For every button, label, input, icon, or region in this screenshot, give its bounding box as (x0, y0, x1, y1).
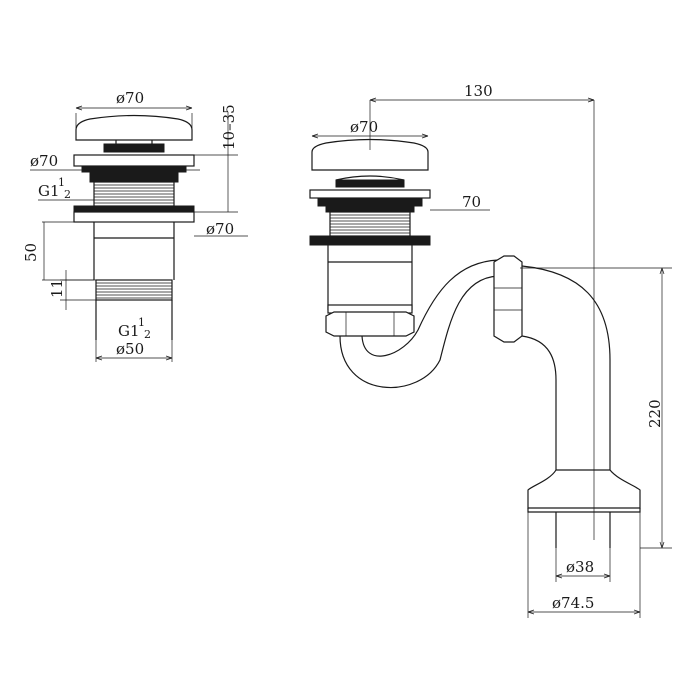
washer-body (89, 171, 179, 183)
right-thread (329, 211, 411, 237)
trap-height-label: 220 (646, 399, 664, 428)
trap-tube-inner (361, 259, 499, 357)
left-thread-lower-den: 2 (144, 328, 151, 341)
lower-nut (73, 211, 195, 223)
left-body-diameter-label: ø50 (116, 340, 144, 358)
right-trap-assembly: 130 ø70 70 220 ø38 ø74.5 (309, 82, 672, 618)
left-thread-lower-num: 1 (138, 316, 145, 329)
lower-washer (73, 205, 195, 213)
trap-tube-outer (339, 275, 499, 389)
trap-union-nut (493, 255, 523, 343)
lower-thread (95, 279, 173, 301)
outlet-bend-inner (521, 335, 557, 470)
outlet-pipe (555, 512, 611, 548)
left-thread-upper-label: G1 (38, 182, 60, 200)
stem-neck (115, 140, 153, 144)
left-waste-valve: ø70 ø70 G1 1 2 ø70 10–35 50 11 G1 1 2 ø5… (22, 89, 248, 362)
left-thread-length-label: 11 (48, 279, 66, 298)
right-flange (309, 189, 431, 199)
left-flange-diameter-label: ø70 (30, 152, 58, 170)
right-washer (317, 197, 423, 207)
right-cap-dome (311, 138, 429, 171)
upper-flange (73, 154, 195, 167)
right-lower-washer (309, 235, 431, 246)
base-flange-diameter-label: ø74.5 (552, 594, 594, 612)
left-cap-diameter-label: ø70 (116, 89, 144, 107)
outlet-base-flange (527, 469, 641, 509)
left-base-diameter-label: ø70 (206, 220, 234, 238)
upper-thread (93, 181, 175, 207)
left-thread-lower-label: G1 (118, 322, 140, 340)
cap-dome (75, 114, 193, 141)
right-cap-stem (335, 179, 405, 188)
outlet-diameter-label: ø38 (566, 558, 594, 576)
outlet-bend-outer (521, 265, 611, 470)
trap-offset-label: 130 (464, 82, 493, 100)
left-height-range-label: 10–35 (220, 104, 238, 150)
right-hex-nut (325, 311, 415, 337)
valve-body (93, 222, 175, 280)
left-thread-upper-num: 1 (58, 176, 65, 189)
left-body-height-label: 50 (22, 243, 40, 262)
washer-top (81, 165, 187, 173)
left-thread-upper-den: 2 (64, 188, 71, 201)
right-flange-width-label: 70 (462, 193, 481, 211)
cap-stem (103, 143, 165, 153)
right-cap-diameter-label: ø70 (350, 118, 378, 136)
right-valve-body (327, 245, 413, 310)
